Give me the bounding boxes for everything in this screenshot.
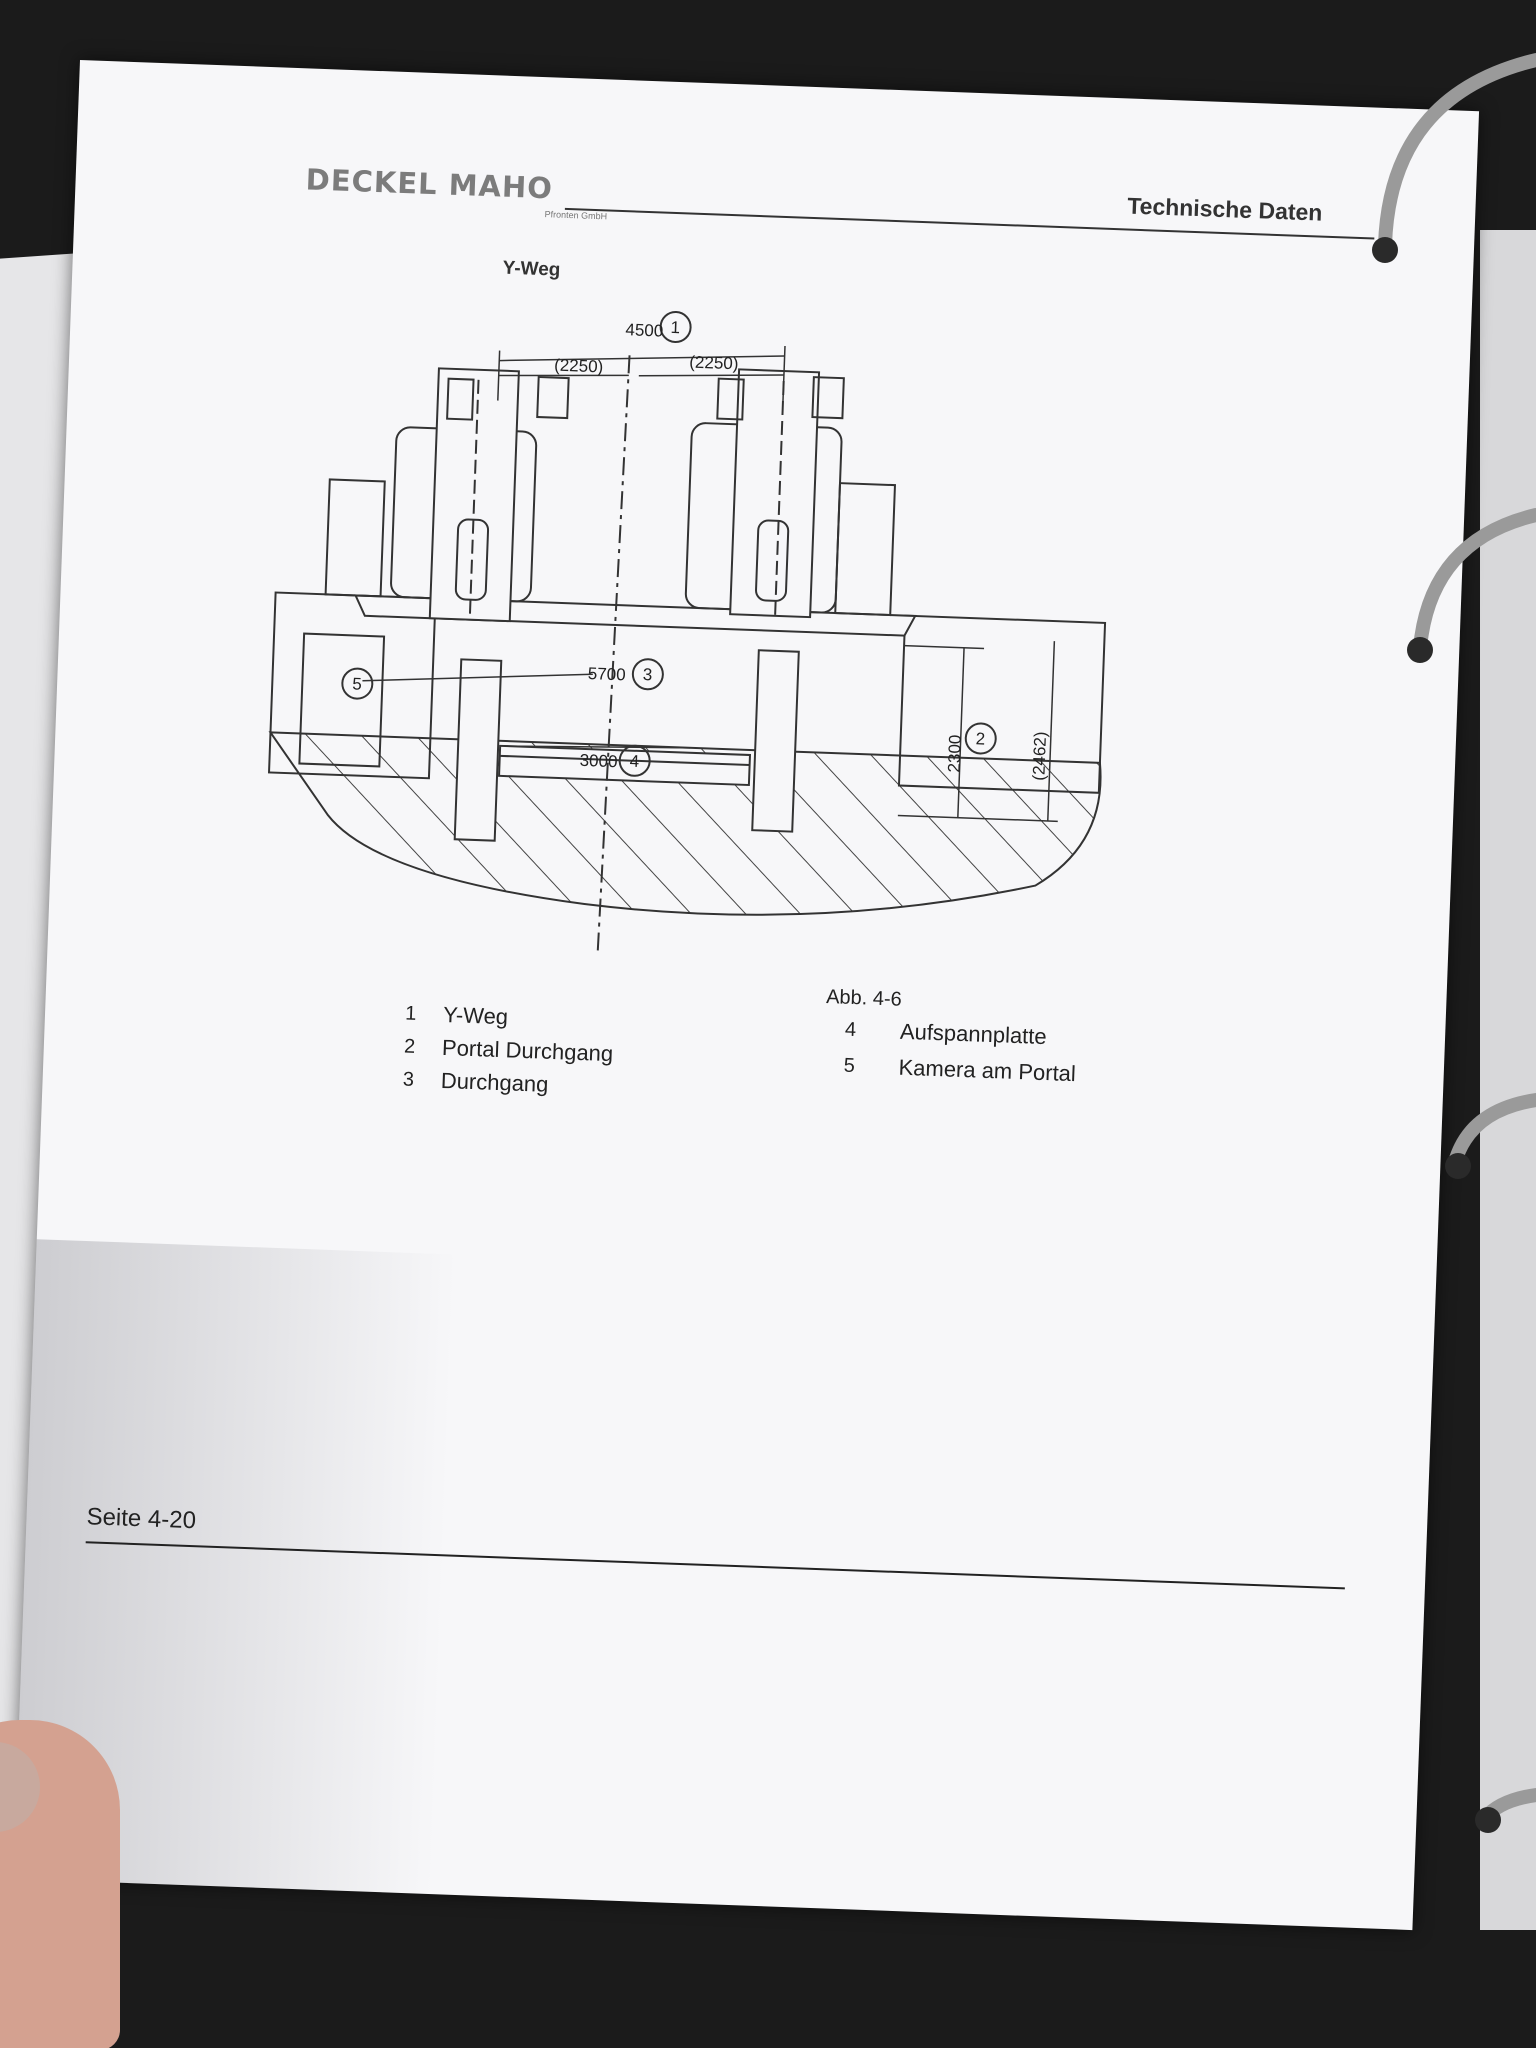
- callout-2: [964, 722, 997, 755]
- binder-ring-2: [1413, 508, 1536, 655]
- callout-1-label: 1: [670, 318, 680, 337]
- spindle-head-left: [324, 367, 570, 623]
- binder-ring-1: [1378, 53, 1536, 252]
- dim-portal-height-ref: (2462): [1029, 731, 1050, 781]
- dim-table: 3000: [579, 751, 617, 771]
- punch-hole-4: [1475, 1807, 1501, 1833]
- callout-4-label: 4: [629, 752, 639, 771]
- manual-page: DECKEL MAHO Pfronten GmbH Technische Dat…: [13, 60, 1480, 1931]
- center-line: [596, 355, 631, 955]
- portal-post-left: [453, 658, 503, 842]
- callout-1: [659, 311, 692, 344]
- callout-3-label: 3: [643, 665, 653, 684]
- technical-drawing: 4500 (2250) (2250) 5700 3000 2300 (2462)…: [267, 311, 1107, 955]
- callout-5: [341, 667, 374, 700]
- punch-hole-1: [1372, 237, 1398, 263]
- binder-ring-3: [1448, 1093, 1536, 1169]
- dim-portal-height: 2300: [944, 734, 964, 772]
- punch-hole-3: [1445, 1153, 1471, 1179]
- callout-5-label: 5: [352, 674, 362, 693]
- dim-passage: 5700: [588, 664, 626, 684]
- callout-4: [618, 744, 651, 777]
- portal-post-right: [751, 649, 800, 833]
- dim-right-half: (2250): [689, 353, 739, 374]
- callout-2-label: 2: [975, 729, 985, 748]
- dim-left-half: (2250): [554, 356, 604, 377]
- callout-3: [631, 658, 664, 691]
- punch-hole-2: [1407, 637, 1433, 663]
- thumbnail-nail: [0, 1742, 40, 1832]
- dim-top-span: 4500: [625, 320, 663, 340]
- spindle-head-right: [684, 368, 897, 621]
- thumb: [0, 1720, 120, 2048]
